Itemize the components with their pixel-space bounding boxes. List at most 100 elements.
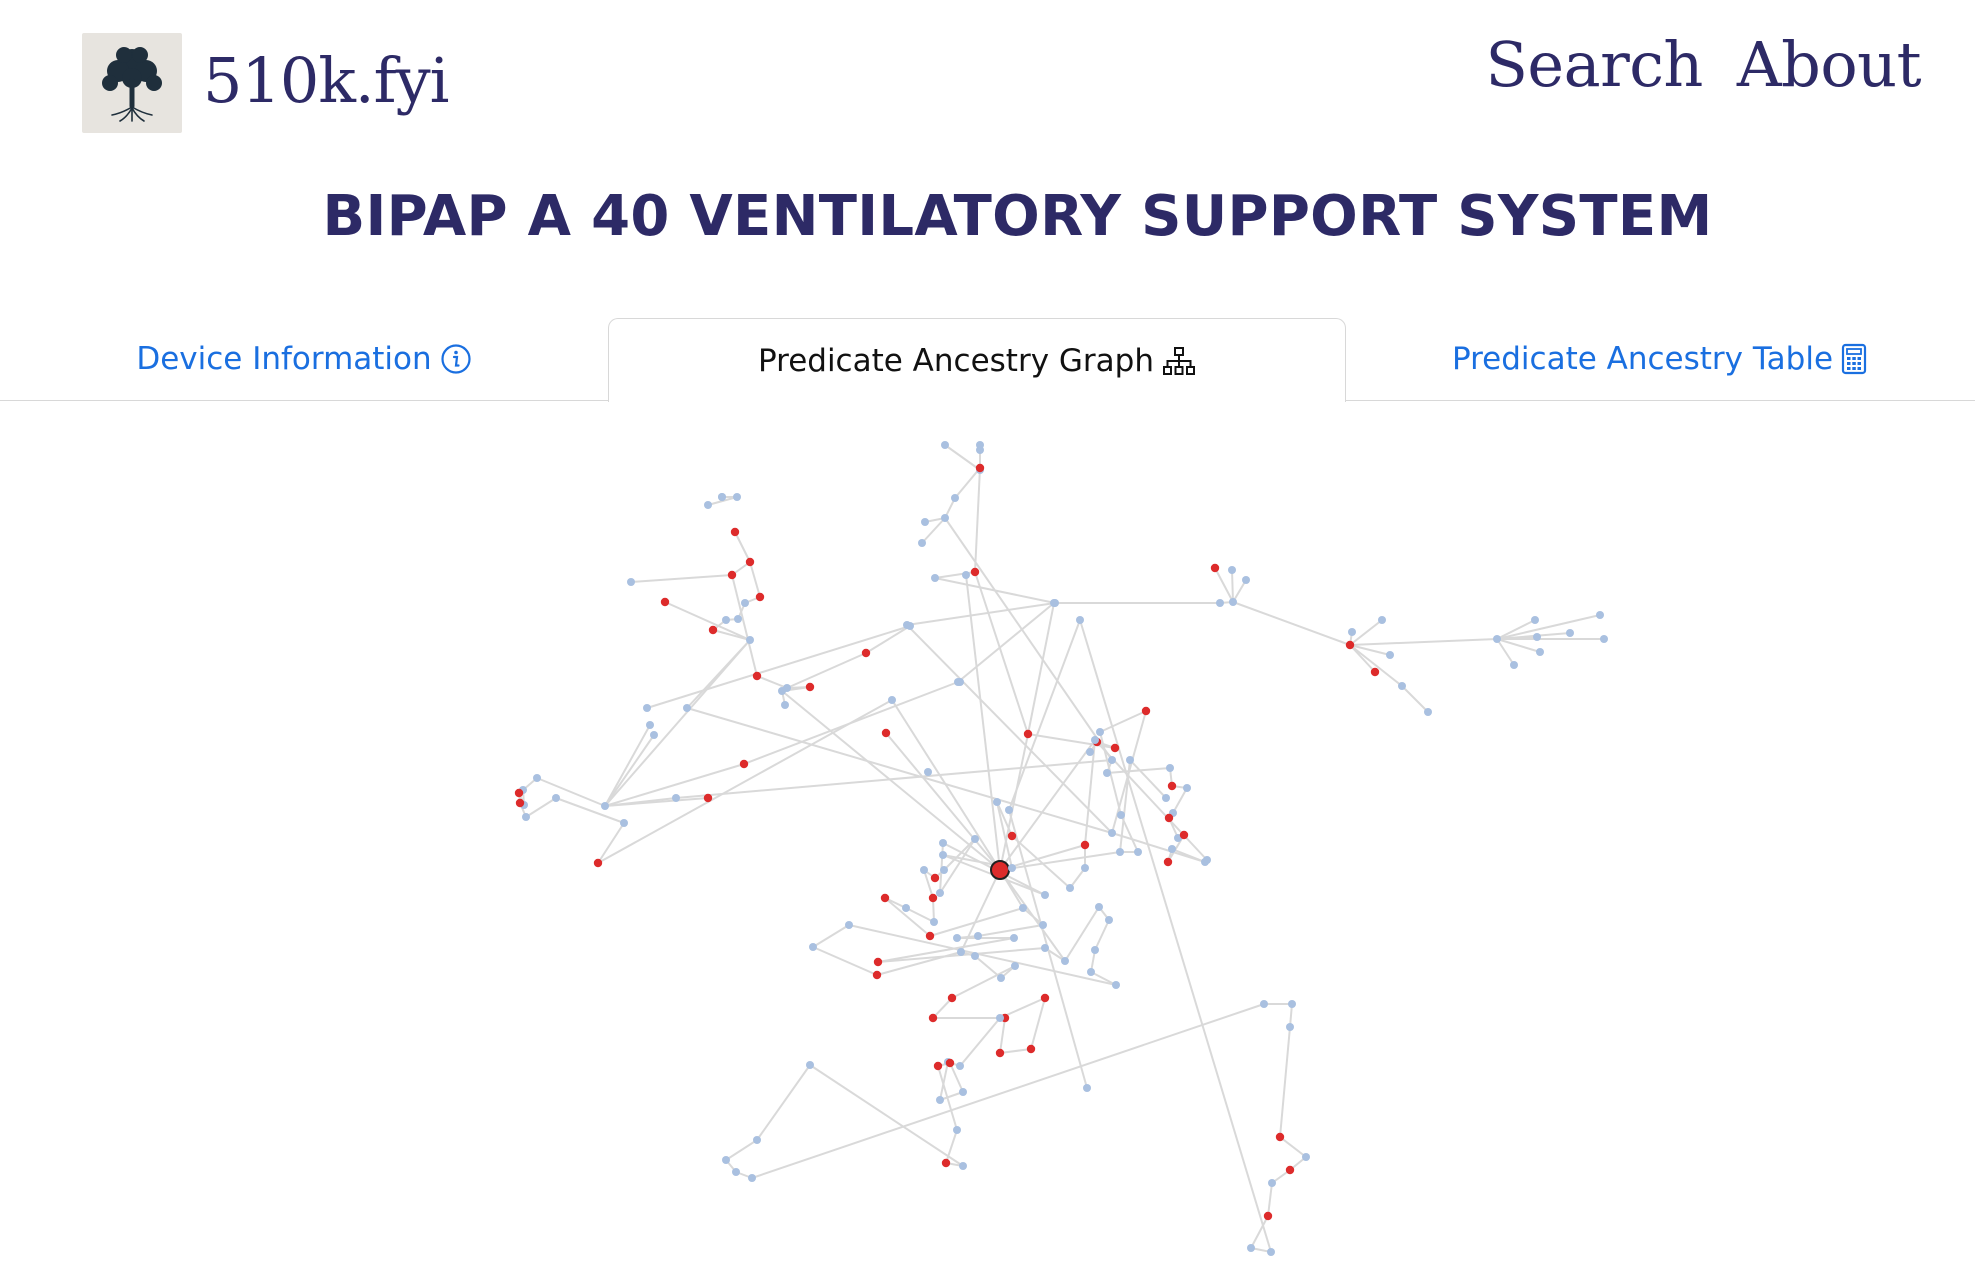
graph-node-highlight[interactable] [593, 858, 603, 868]
graph-node[interactable] [996, 1014, 1004, 1022]
graph-node[interactable] [1061, 957, 1069, 965]
graph-node[interactable] [746, 636, 754, 644]
graph-node[interactable] [971, 952, 979, 960]
graph-node[interactable] [920, 866, 928, 874]
graph-node-highlight[interactable] [1163, 857, 1173, 867]
graph-node[interactable] [646, 721, 654, 729]
graph-node-highlight[interactable] [941, 1158, 951, 1168]
graph-node[interactable] [1242, 576, 1250, 584]
graph-node[interactable] [1041, 891, 1049, 899]
graph-node[interactable] [1108, 829, 1116, 837]
graph-node[interactable] [1302, 1153, 1310, 1161]
graph-node[interactable] [1229, 598, 1237, 606]
graph-canvas[interactable] [0, 420, 1975, 1271]
graph-node[interactable] [1533, 633, 1541, 641]
graph-node[interactable] [753, 1136, 761, 1144]
graph-node[interactable] [1247, 1244, 1255, 1252]
graph-node[interactable] [957, 948, 965, 956]
graph-node[interactable] [959, 1088, 967, 1096]
graph-node-highlight[interactable] [708, 625, 718, 635]
graph-node[interactable] [1108, 756, 1116, 764]
graph-nodes[interactable] [514, 441, 1608, 1256]
graph-node[interactable] [1116, 848, 1124, 856]
graph-node[interactable] [601, 802, 609, 810]
graph-node[interactable] [924, 768, 932, 776]
logo[interactable] [82, 33, 182, 133]
graph-node-current-device[interactable] [990, 860, 1010, 880]
graph-node[interactable] [1010, 934, 1018, 942]
graph-node-highlight[interactable] [745, 557, 755, 567]
graph-node[interactable] [1260, 1000, 1268, 1008]
graph-node[interactable] [930, 918, 938, 926]
graph-node-highlight[interactable] [947, 993, 957, 1003]
graph-node[interactable] [1011, 962, 1019, 970]
graph-node-highlight[interactable] [1263, 1211, 1273, 1221]
graph-node-highlight[interactable] [928, 893, 938, 903]
graph-node[interactable] [918, 539, 926, 547]
graph-node[interactable] [1005, 806, 1013, 814]
graph-node[interactable] [974, 932, 982, 940]
graph-node[interactable] [809, 943, 817, 951]
graph-node[interactable] [1493, 635, 1501, 643]
graph-node-highlight[interactable] [1370, 667, 1380, 677]
graph-node[interactable] [1286, 1023, 1294, 1031]
graph-node-highlight[interactable] [752, 671, 762, 681]
graph-node[interactable] [533, 774, 541, 782]
graph-node[interactable] [778, 687, 786, 695]
graph-node-highlight[interactable] [995, 1048, 1005, 1058]
graph-node[interactable] [936, 1096, 944, 1104]
graph-node[interactable] [748, 1174, 756, 1182]
graph-node-highlight[interactable] [805, 682, 815, 692]
graph-node[interactable] [1268, 1179, 1276, 1187]
graph-node-highlight[interactable] [727, 570, 737, 580]
graph-node-highlight[interactable] [881, 728, 891, 738]
graph-node[interactable] [1039, 921, 1047, 929]
graph-node-highlight[interactable] [925, 931, 935, 941]
graph-node[interactable] [722, 616, 730, 624]
graph-node[interactable] [921, 518, 929, 526]
graph-node-highlight[interactable] [1007, 831, 1017, 841]
graph-node-highlight[interactable] [1026, 1044, 1036, 1054]
graph-node[interactable] [1398, 682, 1406, 690]
graph-node[interactable] [1424, 708, 1432, 716]
graph-node-highlight[interactable] [930, 873, 940, 883]
graph-node[interactable] [906, 622, 914, 630]
graph-node[interactable] [997, 974, 1005, 982]
graph-node-highlight[interactable] [873, 957, 883, 967]
graph-node[interactable] [1216, 599, 1224, 607]
graph-node[interactable] [1112, 981, 1120, 989]
graph-node[interactable] [732, 1168, 740, 1176]
graph-node[interactable] [954, 678, 962, 686]
graph-node[interactable] [993, 798, 1001, 806]
graph-node[interactable] [722, 1156, 730, 1164]
graph-node[interactable] [1162, 794, 1170, 802]
graph-node-highlight[interactable] [933, 1061, 943, 1071]
graph-node[interactable] [1566, 629, 1574, 637]
graph-node[interactable] [1117, 811, 1125, 819]
graph-node-highlight[interactable] [945, 1058, 955, 1068]
graph-node[interactable] [1066, 884, 1074, 892]
graph-node[interactable] [976, 446, 984, 454]
graph-node[interactable] [1348, 628, 1356, 636]
graph-node[interactable] [1267, 1248, 1275, 1256]
graph-node[interactable] [931, 574, 939, 582]
graph-node-highlight[interactable] [928, 1013, 938, 1023]
graph-node-highlight[interactable] [1345, 640, 1355, 650]
graph-node-highlight[interactable] [1210, 563, 1220, 573]
graph-node[interactable] [941, 514, 949, 522]
graph-node[interactable] [888, 696, 896, 704]
tab-device-information[interactable]: Device Information [0, 318, 608, 400]
graph-node[interactable] [1203, 856, 1211, 864]
graph-node[interactable] [718, 493, 726, 501]
graph-node-highlight[interactable] [1164, 813, 1174, 823]
graph-node-highlight[interactable] [1023, 729, 1033, 739]
graph-node[interactable] [683, 704, 691, 712]
graph-node[interactable] [1096, 728, 1104, 736]
graph-node[interactable] [1386, 651, 1394, 659]
graph-node-highlight[interactable] [861, 648, 871, 658]
graph-node[interactable] [962, 571, 970, 579]
tab-predicate-ancestry-graph[interactable]: Predicate Ancestry Graph [608, 318, 1346, 402]
graph-node[interactable] [956, 1062, 964, 1070]
graph-node-highlight[interactable] [703, 793, 713, 803]
graph-node[interactable] [959, 1162, 967, 1170]
